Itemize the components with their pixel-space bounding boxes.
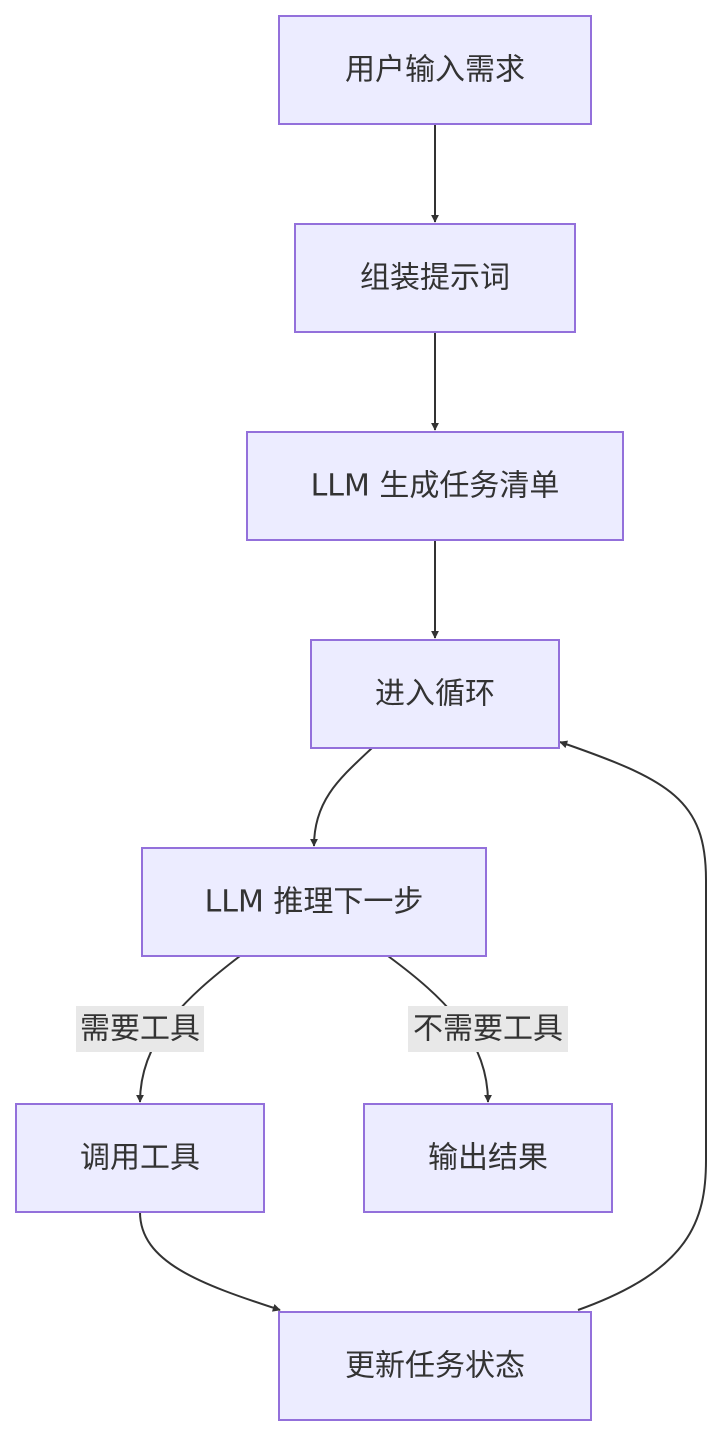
edge-label-needs-tool-text: 需要工具 xyxy=(80,1012,200,1047)
node-assemble-prompt: 组装提示词 xyxy=(294,223,576,333)
node-llm-reason-label: LLM 推理下一步 xyxy=(205,885,424,920)
node-update-status-label: 更新任务状态 xyxy=(345,1349,525,1384)
node-user-input-label: 用户输入需求 xyxy=(345,53,525,88)
node-output-result: 输出结果 xyxy=(363,1103,613,1213)
node-call-tool: 调用工具 xyxy=(15,1103,265,1213)
edge-call-tool-to-update-status xyxy=(139,1211,281,1312)
node-update-status: 更新任务状态 xyxy=(278,1311,592,1421)
node-llm-task-list: LLM 生成任务清单 xyxy=(246,431,624,541)
edge-label-no-tool: 不需要工具 xyxy=(408,1006,568,1052)
node-assemble-prompt-label: 组装提示词 xyxy=(360,261,510,296)
edge-label-needs-tool: 需要工具 xyxy=(76,1006,204,1052)
node-llm-task-list-label: LLM 生成任务清单 xyxy=(311,469,560,504)
edge-update-status-to-enter-loop xyxy=(559,740,707,1311)
node-llm-reason: LLM 推理下一步 xyxy=(141,847,487,957)
node-output-result-label: 输出结果 xyxy=(428,1141,548,1176)
node-call-tool-label: 调用工具 xyxy=(80,1141,200,1176)
node-user-input: 用户输入需求 xyxy=(278,15,592,125)
edge-enter-loop-to-llm-reason xyxy=(310,747,373,847)
node-enter-loop: 进入循环 xyxy=(310,639,560,749)
edge-label-no-tool-text: 不需要工具 xyxy=(413,1012,563,1047)
node-enter-loop-label: 进入循环 xyxy=(375,677,495,712)
